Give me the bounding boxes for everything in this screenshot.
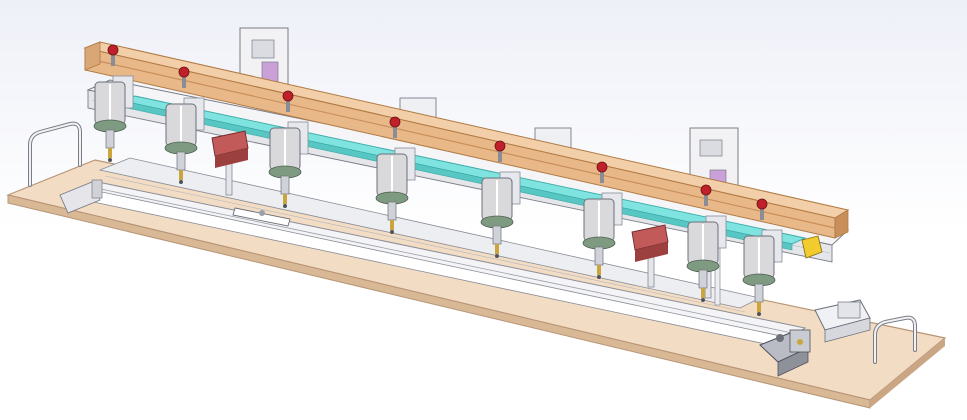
- rail-carriage: [232, 207, 291, 227]
- pneumatic-cylinder: [814, 299, 871, 343]
- motor-unit: [268, 90, 309, 208]
- motor-unit: [164, 66, 205, 184]
- motor-units: [93, 44, 783, 316]
- end-cap: [801, 235, 823, 259]
- handle-icon: [28, 121, 82, 187]
- motor-unit: [582, 161, 623, 279]
- motor-unit: [480, 140, 521, 258]
- left-end-bracket: [59, 179, 103, 214]
- top-beam: [83, 41, 850, 239]
- motor-unit: [686, 184, 727, 302]
- stop-block: [631, 224, 669, 262]
- gearbox-icon: [759, 329, 811, 377]
- motor-unit: [375, 116, 416, 234]
- motor-unit: [742, 198, 783, 316]
- motor-unit: [93, 44, 134, 162]
- handle-icon: [873, 315, 917, 364]
- stop-block: [211, 130, 249, 168]
